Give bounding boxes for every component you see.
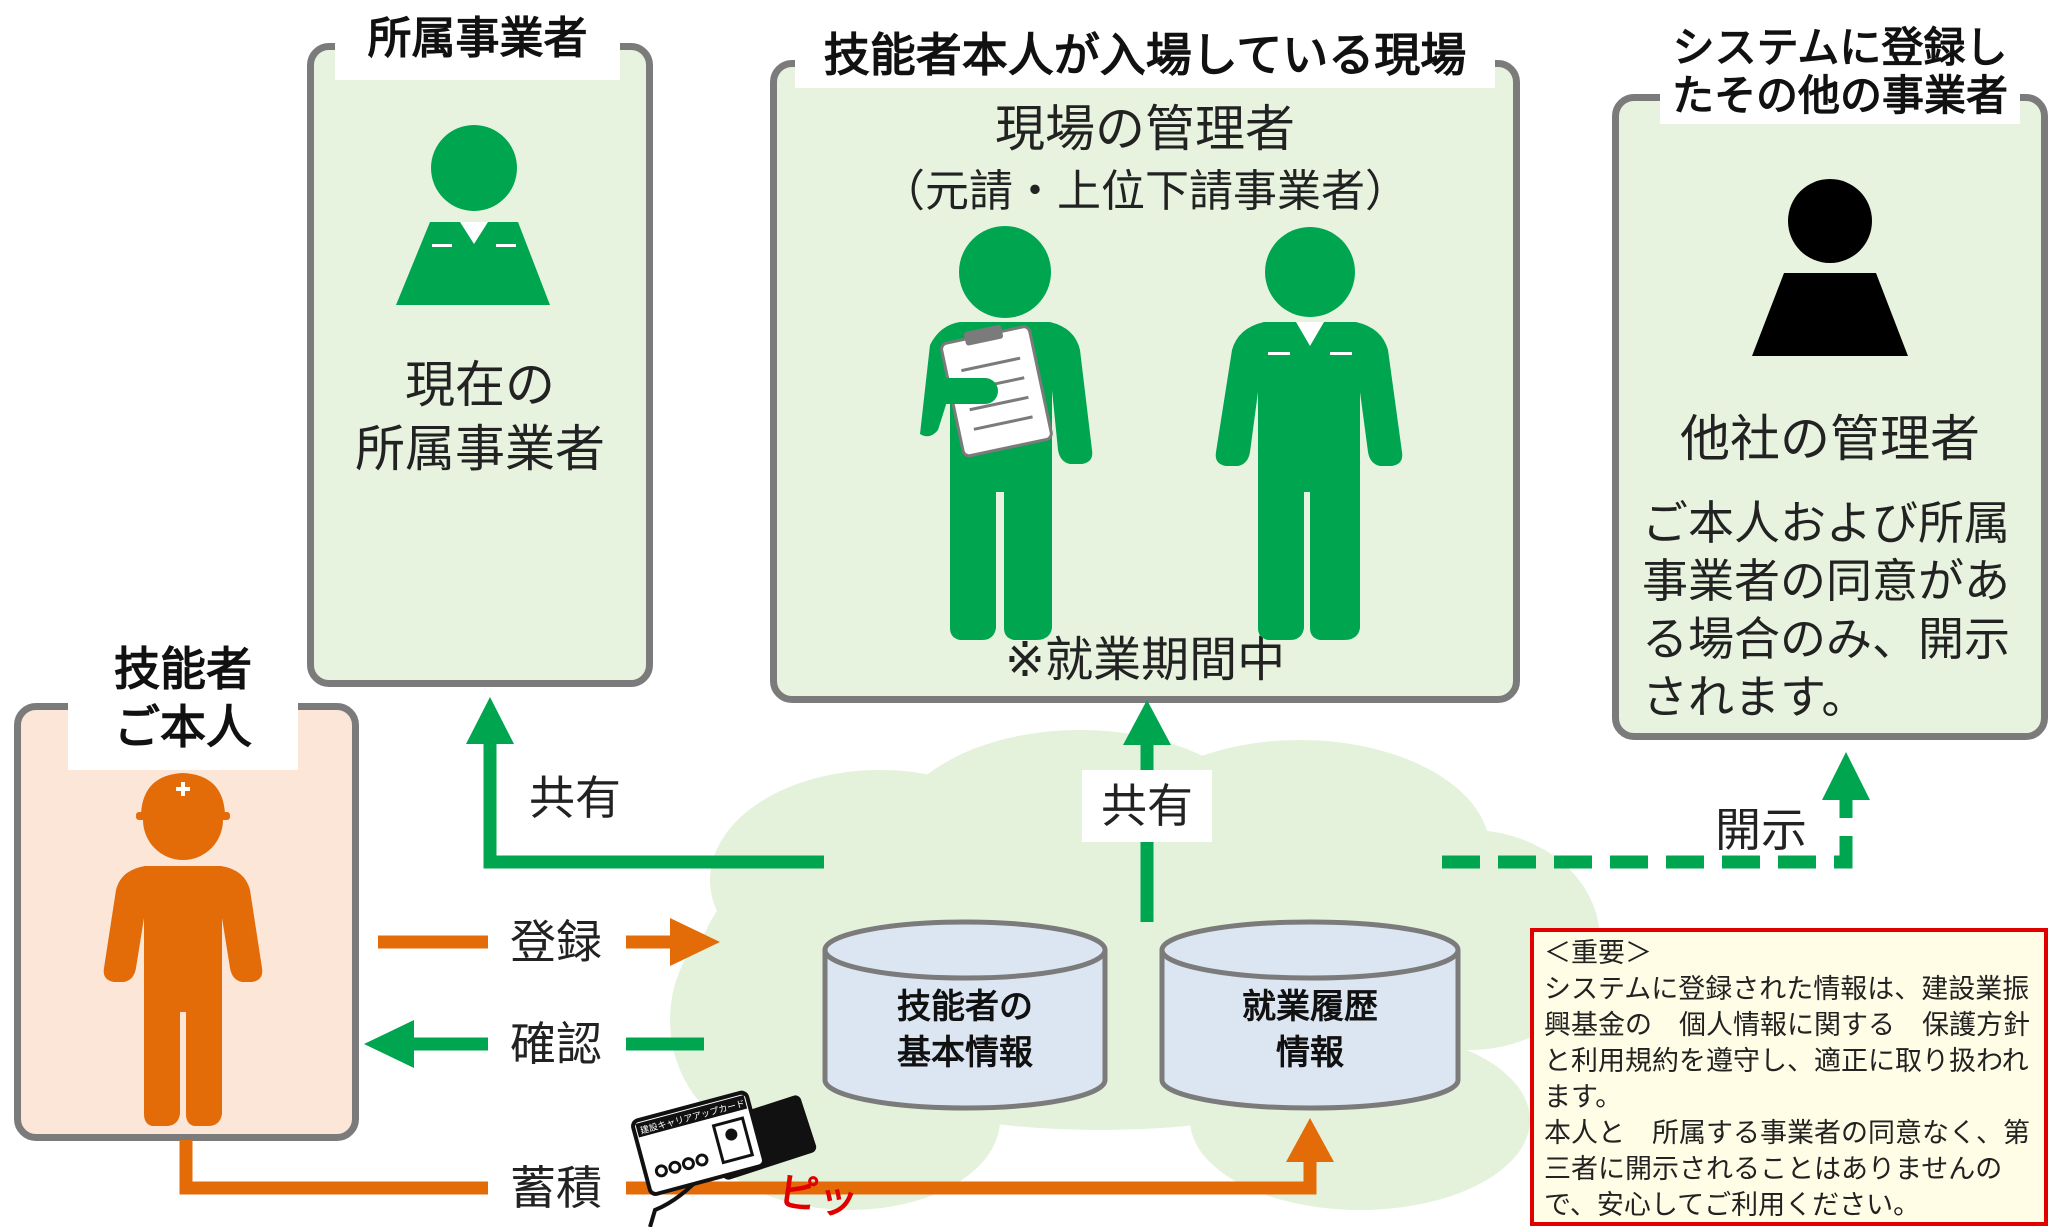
site-manager-sublabel: （元請・上位下請事業者） [881,166,1409,217]
register-arrow [378,918,720,966]
accumulate-label: 蓄積 [496,1156,616,1220]
affiliated-employer-title: 所属事業者 [335,4,620,80]
other-consent-line4: されます。 [1642,670,1868,724]
register-label: 登録 [496,910,616,974]
other-consent-line1: ご本人および所属 [1642,496,2010,550]
site-title: 技能者本人が入場している現場 [795,22,1495,88]
other-consent-line3: る場合のみ、開示 [1642,612,2010,666]
basic-info-label-line1: 技能者の [897,987,1033,1027]
site-panel [770,60,1520,703]
worker-title-line1: 技能者 [68,640,298,698]
notice-heading: ＜重要＞ [1544,938,1652,969]
share-label-center: 共有 [1082,770,1212,842]
site-manager-uniform-icon [1215,227,1403,640]
notice-body: システムに登録された情報は、建設業振興基金の 個人情報に関する 保護方針と利用規… [1544,974,2030,1113]
worker-title-line2: ご本人 [68,698,298,770]
basic-info-label-line2: 基本情報 [897,1033,1033,1073]
share-label-left: 共有 [529,771,621,825]
history-info-label-line2: 情報 [1276,1033,1344,1073]
site-period-note: ※就業期間中 [1004,632,1286,688]
disclose-arrow [1442,752,1870,869]
other-employer-title-line2: たその他の事業者 [1660,72,2020,124]
affiliated-employer-text-line2: 所属事業者 [355,420,605,478]
site-manager-label: 現場の管理者 [995,100,1295,158]
worker-person-icon [103,773,263,1126]
confirm-arrow [364,1020,704,1068]
employment-history-database-icon [1159,919,1461,1111]
history-info-label-line1: 就業履歴 [1242,987,1378,1027]
affiliated-employer-text-line1: 現在の [405,356,555,414]
site-manager-clipboard-icon [920,226,1093,640]
other-consent-line2: 事業者の同意があ [1642,554,2010,608]
accumulate-arrow [179,1118,1334,1195]
share-arrow-left [466,697,824,869]
important-notice: ＜重要＞ システムに登録された情報は、建設業振興基金の 個人情報に関する 保護方… [1530,928,2048,1226]
employer-person-icon [396,125,550,305]
other-employer-title-line1: システムに登録し [1660,24,2020,72]
other-manager-person-icon [1752,179,1908,356]
basic-info-database-icon [822,919,1108,1111]
card-reader-icon: 建設キャリアアップカード [631,1090,817,1227]
notice-body-2: 本人と 所属する事業者の同意なく、第三者に開示されることはありませんので、安心し… [1544,1118,2030,1221]
disclose-label: 開示 [1715,803,1807,857]
confirm-label: 確認 [496,1012,616,1076]
other-manager-label: 他社の管理者 [1680,410,1980,468]
